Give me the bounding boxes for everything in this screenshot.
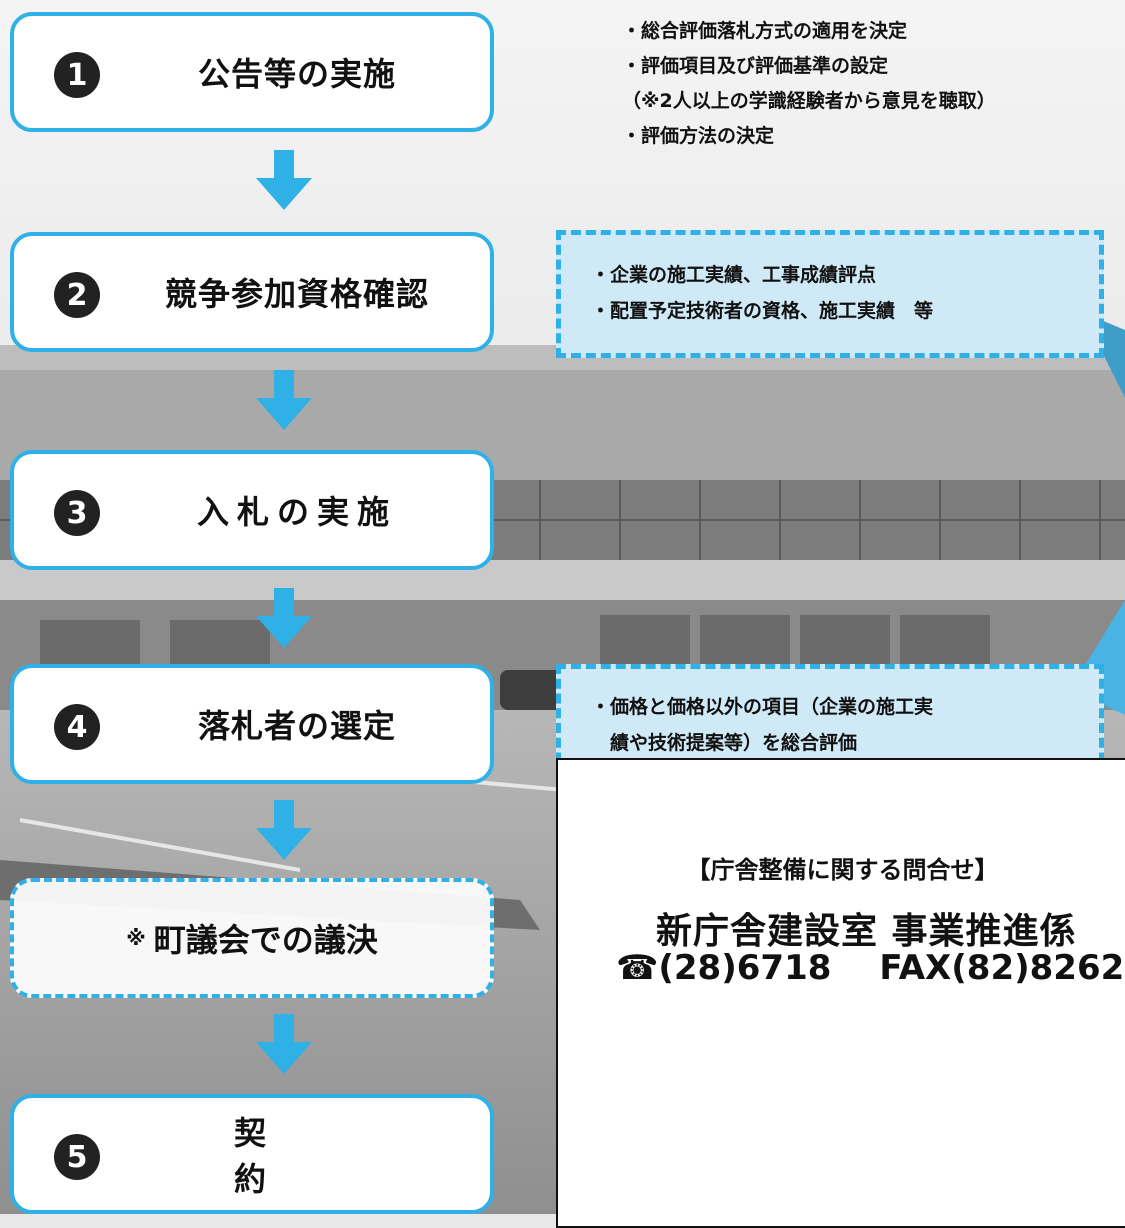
step-2-qualification-check: 2 競争参加資格確認: [10, 232, 494, 352]
contact-phone-line: ☎(28)6718 FAX(82)8262: [616, 948, 1124, 988]
down-arrow-icon: [256, 370, 312, 430]
step-3-bidding: 3 入札の実施: [10, 450, 494, 570]
step-number-badge: 5: [54, 1134, 100, 1180]
council-resolution-label: 町議会での議決: [153, 921, 378, 959]
step-1-public-notice: 1 公告等の実施: [10, 12, 494, 132]
down-arrow-icon: [256, 150, 312, 210]
step-number-badge: 3: [54, 490, 100, 536]
note-line: ・総合評価落札方式の適用を決定: [622, 20, 908, 42]
phone-number: (28)6718: [658, 948, 832, 988]
step-label: 入札の実施: [196, 493, 397, 531]
callout-line: 績や技術提案等）を総合評価: [591, 732, 858, 754]
note-line: ・評価方法の決定: [622, 125, 775, 147]
step-5-contract: 5 契約: [10, 1094, 494, 1214]
public-notice-notes: ・総合評価落札方式の適用を決定 ・評価項目及び評価基準の設定 （※2人以上の学識…: [622, 14, 996, 154]
step-number-badge: 4: [54, 704, 100, 750]
fax-number: FAX(82)8262: [879, 948, 1125, 988]
step-label: 落札者の選定: [197, 707, 396, 745]
qualification-criteria-callout: ・企業の施工実績、工事成績評点 ・配置予定技術者の資格、施工実績 等: [556, 230, 1104, 358]
phone-icon: ☎: [616, 948, 659, 988]
note-mark: ※: [126, 926, 146, 950]
step-4-winner-selection: 4 落札者の選定: [10, 664, 494, 784]
step-label: 公告等の実施: [197, 55, 396, 93]
callout-line: ・配置予定技術者の資格、施工実績 等: [591, 300, 934, 322]
note-line: ・評価項目及び評価基準の設定: [622, 55, 889, 77]
council-resolution-step: ※ 町議会での議決: [10, 878, 494, 998]
callout-line: ・企業の施工実績、工事成績評点: [591, 264, 877, 286]
step-label: 契約: [234, 1114, 397, 1198]
callout-line: ・価格と価格以外の項目（企業の施工実: [591, 696, 934, 718]
contact-office-name: 新庁舎建設室 事業推進係: [656, 911, 1077, 952]
down-arrow-icon: [256, 800, 312, 860]
contact-box: 【庁舎整備に関する問合せ】 新庁舎建設室 事業推進係 ☎(28)6718 FAX(…: [556, 758, 1125, 1228]
step-number-badge: 2: [54, 272, 100, 318]
contact-heading: 【庁舎整備に関する問合せ】: [686, 856, 999, 884]
down-arrow-icon: [256, 1014, 312, 1074]
step-label: 競争参加資格確認: [164, 275, 429, 313]
step-number-badge: 1: [54, 52, 100, 98]
down-arrow-icon: [256, 588, 312, 648]
note-line: （※2人以上の学識経験者から意見を聴取）: [622, 90, 996, 112]
